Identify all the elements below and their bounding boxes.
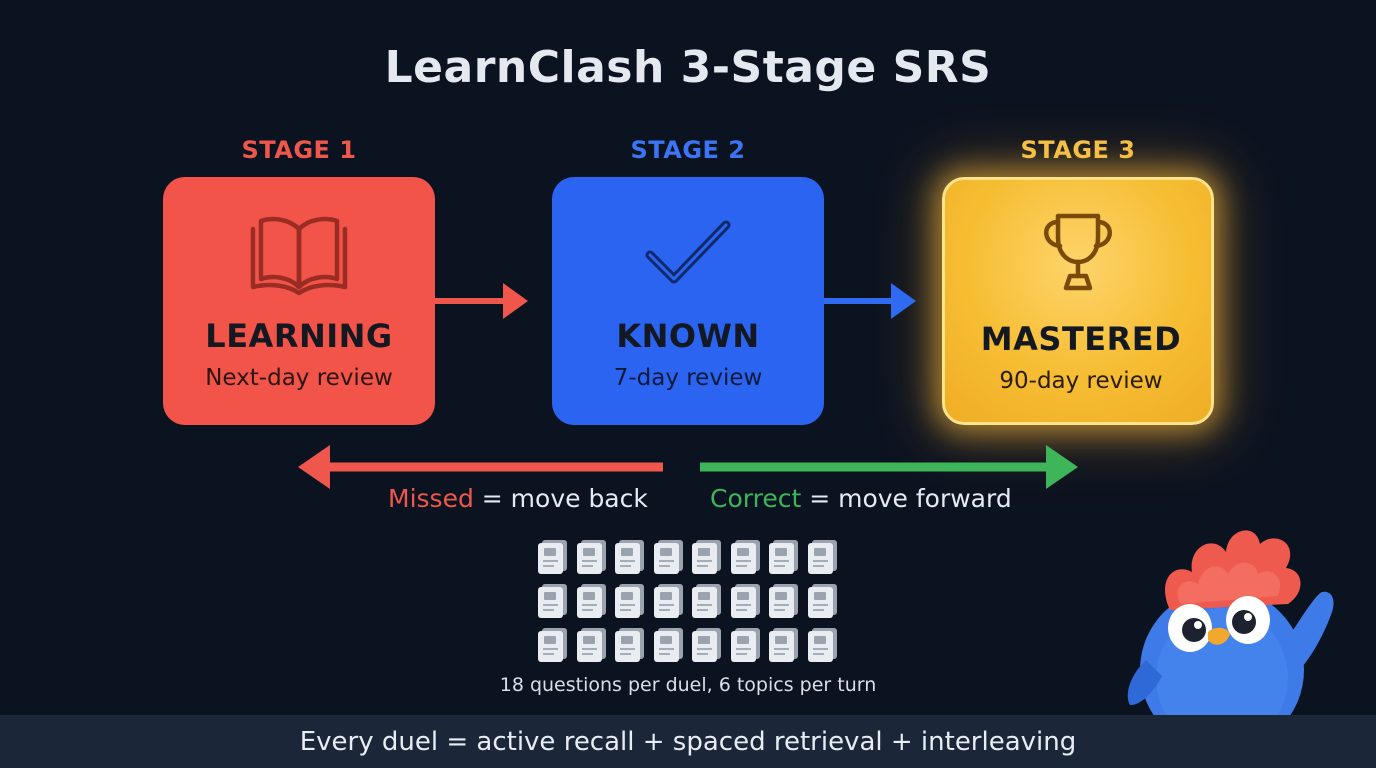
arrow-stage2-to-stage3: [824, 283, 916, 319]
stage-card-known: KNOWN 7-day review: [552, 177, 824, 425]
arrow-move-forward: [700, 445, 1078, 489]
question-card-icon: [730, 540, 761, 574]
missed-keyword: Missed: [388, 484, 474, 513]
question-card-icon: [653, 584, 684, 618]
question-card-icon: [576, 540, 607, 574]
question-card-icon: [653, 628, 684, 662]
question-card-icon: [653, 540, 684, 574]
question-card-icon: [769, 584, 799, 618]
questions-caption: 18 questions per duel, 6 topics per turn: [499, 674, 877, 696]
question-card-icon: [807, 584, 838, 618]
question-card-icon: [692, 540, 722, 574]
question-card-icon: [538, 584, 568, 618]
correct-text: = move forward: [801, 484, 1012, 513]
stage-1-review: Next-day review: [205, 365, 393, 391]
missed-text: = move back: [473, 484, 648, 513]
question-cards-grid: [538, 540, 840, 662]
rule-missed: Missed = move back: [388, 484, 648, 513]
stage-2-label: STAGE 2: [630, 136, 746, 164]
question-card-icon: [807, 628, 838, 662]
footer-text: Every duel = active recall + spaced retr…: [299, 727, 1077, 757]
question-card-icon: [576, 584, 607, 618]
stage-1-name: LEARNING: [205, 317, 393, 355]
checkmark-icon: [645, 220, 731, 284]
question-card-icon: [692, 628, 722, 662]
question-card-icon: [615, 584, 645, 618]
question-card-icon: [769, 628, 799, 662]
stage-2-name: KNOWN: [616, 317, 760, 355]
correct-keyword: Correct: [710, 484, 802, 513]
question-card-icon: [730, 628, 761, 662]
stage-card-learning: LEARNING Next-day review: [163, 177, 435, 425]
question-card-icon: [538, 628, 568, 662]
stage-3-label: STAGE 3: [1020, 136, 1136, 164]
question-card-icon: [692, 584, 722, 618]
bird-mascot-icon: [1127, 530, 1334, 767]
stage-2-review: 7-day review: [613, 365, 763, 391]
footer-bar: Every duel = active recall + spaced retr…: [0, 715, 1376, 768]
question-card-icon: [538, 540, 568, 574]
stage-card-mastered: MASTERED 90-day review: [942, 177, 1214, 425]
rule-correct: Correct = move forward: [710, 484, 1012, 513]
stage-3-name: MASTERED: [980, 320, 1182, 358]
stage-1-label: STAGE 1: [241, 136, 357, 164]
question-card-icon: [769, 540, 799, 574]
question-card-icon: [615, 540, 645, 574]
question-card-icon: [807, 540, 838, 574]
question-card-icon: [615, 628, 645, 662]
stage-3-review: 90-day review: [999, 368, 1163, 394]
question-card-icon: [730, 584, 761, 618]
page-title: LearnClash 3-Stage SRS: [384, 42, 992, 93]
arrow-stage1-to-stage2: [435, 283, 528, 319]
trophy-icon: [1044, 213, 1112, 291]
question-card-icon: [576, 628, 607, 662]
book-icon: [250, 216, 348, 296]
arrow-move-back: [298, 445, 663, 489]
